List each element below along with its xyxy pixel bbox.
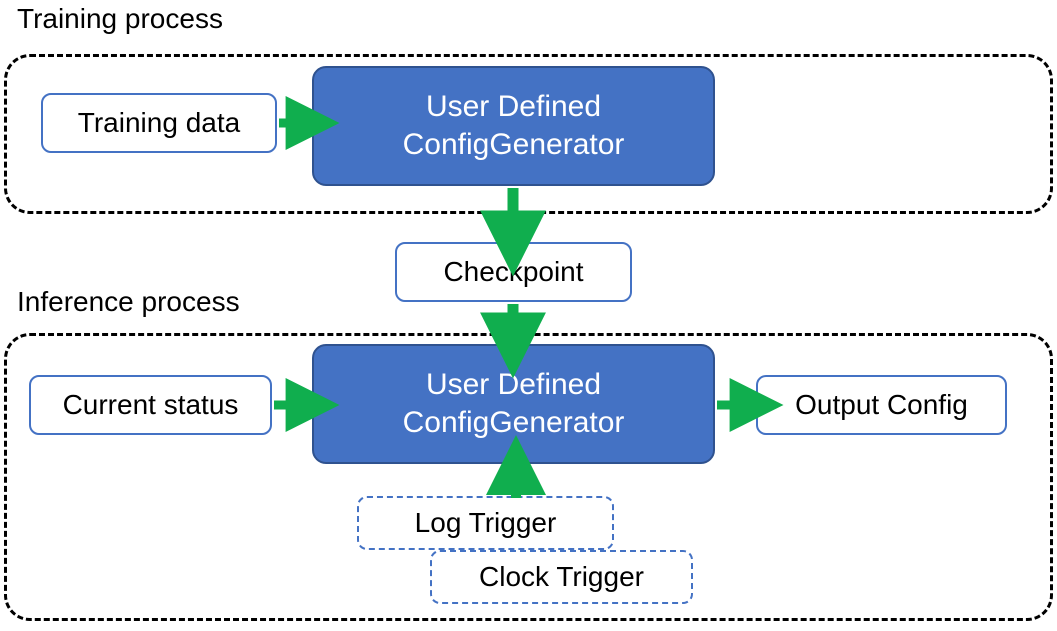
- log-trigger-node[interactable]: Log Trigger: [357, 496, 614, 550]
- checkpoint-node[interactable]: Checkpoint: [395, 242, 632, 302]
- inference-config-generator-node[interactable]: User Defined ConfigGenerator: [312, 344, 715, 464]
- training-generator-line2: ConfigGenerator: [402, 128, 625, 161]
- training-process-title: Training process: [17, 3, 223, 34]
- training-generator-line1: User Defined: [425, 90, 602, 123]
- inference-generator-line1: User Defined: [425, 368, 602, 401]
- training-data-node[interactable]: Training data: [41, 93, 277, 153]
- output-config-node[interactable]: Output Config: [756, 375, 1007, 435]
- clock-trigger-node[interactable]: Clock Trigger: [430, 550, 693, 604]
- inference-generator-line2: ConfigGenerator: [402, 406, 625, 439]
- inference-process-title: Inference process: [17, 286, 240, 317]
- training-config-generator-node[interactable]: User Defined ConfigGenerator: [312, 66, 715, 186]
- current-status-node[interactable]: Current status: [29, 375, 272, 435]
